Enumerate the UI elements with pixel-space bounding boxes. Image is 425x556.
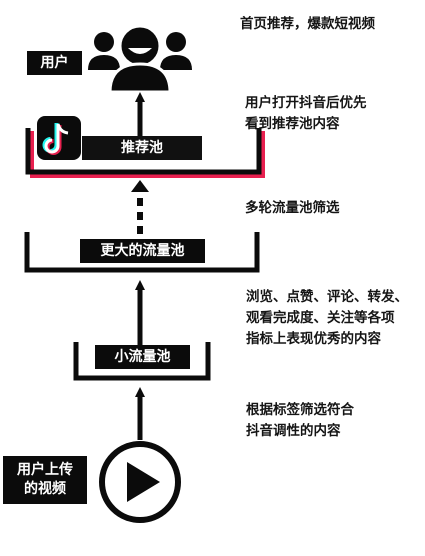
note-multi-line-1: 多轮流量池筛选	[245, 200, 340, 216]
uploaded-video-label: 用户上传 的视频	[3, 456, 87, 504]
note-tags-line-1: 根据标签筛选符合	[246, 402, 354, 418]
note-multi: 多轮流量池筛选	[245, 198, 340, 219]
recommend-pool-bracket	[25, 128, 262, 175]
note-top-line-1: 首页推荐，爆款短视频	[240, 16, 375, 32]
note-top: 首页推荐，爆款短视频	[240, 14, 375, 35]
note-metrics: 浏览、点赞、评论、转发、 观看完成度、关注等各项 指标上表现优秀的内容	[246, 287, 408, 350]
note-recommend-line-2: 看到推荐池内容	[245, 115, 340, 132]
note-metrics-line-2: 观看完成度、关注等各项	[246, 309, 395, 326]
larger-pool-bracket	[24, 232, 260, 273]
uploaded-video-line-1: 用户上传	[17, 462, 73, 479]
users-group-icon	[88, 24, 192, 94]
note-metrics-line-1: 浏览、点赞、评论、转发、	[246, 289, 408, 305]
note-tags: 根据标签筛选符合 抖音调性的内容	[246, 400, 354, 442]
small-pool-bracket	[73, 342, 211, 381]
recommend-pool-accent	[30, 131, 265, 178]
play-icon	[99, 441, 181, 523]
uploaded-video-line-2: 的视频	[24, 481, 66, 497]
dashed-arrowhead	[131, 180, 149, 192]
recommend-pool-label: 推荐池	[82, 136, 202, 160]
larger-pool-label: 更大的流量池	[80, 239, 205, 263]
note-recommend: 用户打开抖音后优先 看到推荐池内容	[245, 93, 367, 135]
douyin-logo-icon	[37, 116, 81, 160]
note-recommend-line-1: 用户打开抖音后优先	[245, 95, 367, 111]
user-label: 用户	[27, 51, 82, 75]
small-pool-label: 小流量池	[95, 345, 190, 369]
note-tags-line-2: 抖音调性的内容	[246, 422, 341, 439]
note-metrics-line-3: 指标上表现优秀的内容	[246, 330, 381, 347]
